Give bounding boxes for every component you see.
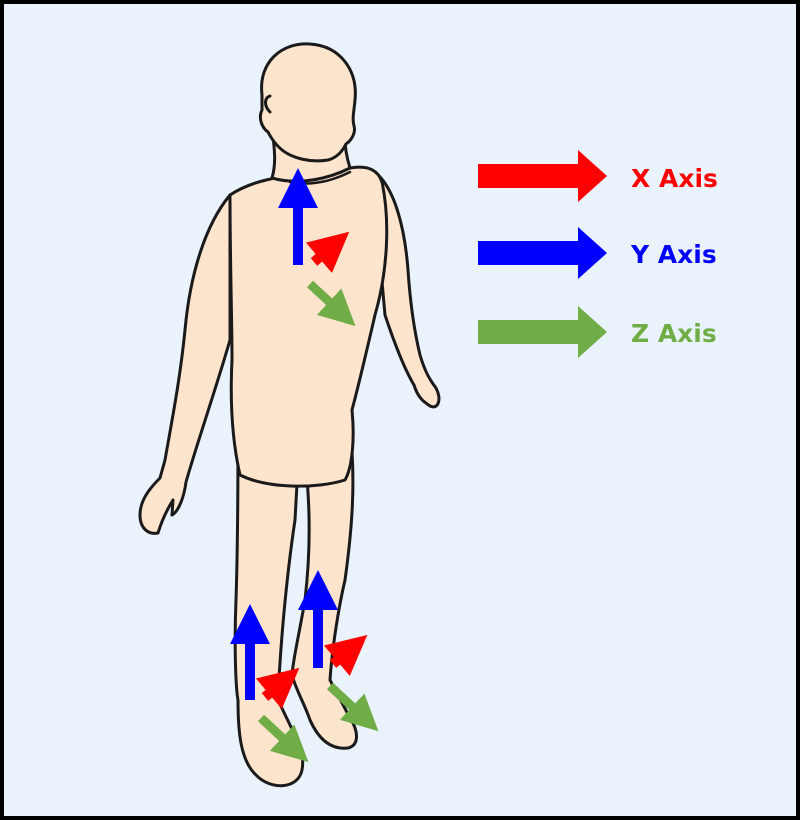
right-shin-x-axis-arrow — [323, 634, 368, 677]
legend-z-label: Z Axis — [631, 319, 717, 348]
chest-z-axis-arrow — [306, 280, 356, 327]
legend-y-arrow — [478, 227, 607, 279]
left-arm — [138, 193, 232, 535]
left-shin-sensor — [230, 604, 309, 763]
legend-y-axis: Y Axis — [478, 227, 717, 279]
left-shin-x-axis-arrow — [255, 667, 300, 710]
left-shin-z-axis-arrow — [257, 714, 309, 763]
legend-z-arrow — [478, 306, 607, 358]
chest-x-axis-arrow — [305, 231, 350, 273]
human-figure — [138, 42, 441, 788]
right-arm — [370, 168, 441, 409]
right-shin-sensor — [298, 570, 379, 732]
right-shin-z-axis-arrow — [326, 682, 379, 732]
torso — [228, 165, 389, 488]
legend-z-axis: Z Axis — [478, 306, 717, 358]
ear — [264, 94, 272, 114]
legend-y-label: Y Axis — [630, 240, 717, 269]
legend-x-label: X Axis — [631, 164, 718, 193]
chest-sensor — [278, 168, 356, 327]
legend-x-axis: X Axis — [478, 150, 718, 202]
legend-x-arrow — [478, 150, 607, 202]
legend: X Axis Y Axis Z Axis — [478, 150, 718, 358]
head — [258, 42, 357, 163]
